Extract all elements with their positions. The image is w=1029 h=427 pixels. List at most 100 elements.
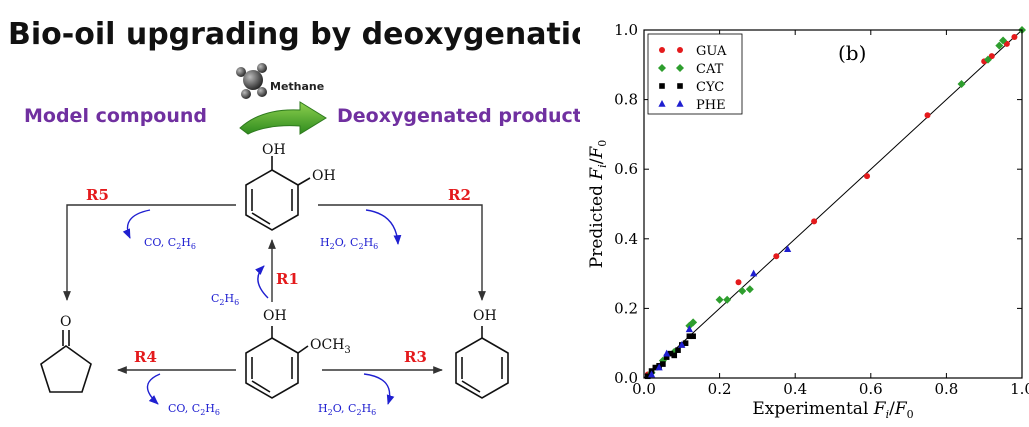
r5-label: R5 bbox=[86, 186, 109, 204]
reaction-scheme: Bio-oil upgrading by deoxygenation Metha… bbox=[8, 17, 613, 417]
data-point-cat bbox=[715, 295, 724, 304]
data-point-cyc bbox=[682, 340, 689, 346]
data-point-phe bbox=[678, 340, 686, 348]
catechol-oh-top: OH bbox=[262, 142, 286, 158]
data-point-cyc bbox=[652, 364, 659, 371]
r2-arrow bbox=[318, 204, 486, 301]
r4-byproduct: CO, C2H6 bbox=[168, 402, 220, 417]
r2-byproduct-arrow bbox=[365, 209, 402, 245]
r4-byproduct-arrow bbox=[146, 373, 161, 405]
cyclopentanone-structure bbox=[40, 330, 92, 393]
y-axis-title: Predicted Fi/F0 bbox=[587, 140, 609, 269]
legend-marker-cat bbox=[658, 64, 666, 72]
r3-byproduct-arrow bbox=[363, 373, 395, 405]
r1-label: R1 bbox=[276, 270, 299, 288]
ketone-o: O bbox=[60, 314, 71, 330]
data-point-cat bbox=[999, 36, 1008, 45]
data-point-cat bbox=[745, 285, 754, 294]
data-point-cat bbox=[689, 318, 698, 327]
parity-line bbox=[643, 29, 1023, 379]
legend-marker-cyc bbox=[677, 83, 683, 89]
x-tick-label: 0.8 bbox=[934, 380, 958, 398]
data-point-gua bbox=[864, 173, 871, 180]
legend-marker-phe bbox=[658, 100, 666, 107]
x-axis-title: Experimental Fi/F0 bbox=[752, 399, 913, 421]
parity-plot-panel: 0.0 0.2 0.4 0.6 0.8 1.0 0.0 0.2 0.4 0.6 0.8 1.0 (b)… bbox=[580, 0, 1029, 422]
y-tick-label: 0.8 bbox=[614, 91, 638, 109]
r3-label: R3 bbox=[404, 348, 427, 366]
data-point-phe bbox=[647, 370, 656, 378]
data-point-gua bbox=[988, 53, 995, 60]
legend-marker-gua bbox=[677, 47, 683, 53]
data-point-cyc bbox=[675, 347, 681, 353]
legend: GUA CAT CYC PHE bbox=[647, 33, 743, 115]
y-tick-label: 0.2 bbox=[614, 299, 638, 317]
r5-byproduct: CO, C2H6 bbox=[144, 236, 196, 251]
data-point-gua bbox=[924, 112, 931, 119]
y-tick-label: 0.0 bbox=[614, 369, 638, 387]
legend-marker-gua bbox=[659, 47, 665, 53]
phenol-structure bbox=[455, 326, 509, 399]
data-point-cat bbox=[995, 41, 1004, 50]
legend-marker-phe bbox=[676, 100, 684, 107]
legend-label-cyc: CYC bbox=[696, 80, 724, 95]
plot-frame bbox=[643, 29, 1023, 379]
data-point-cyc bbox=[667, 350, 674, 357]
green-arrow-icon bbox=[239, 101, 327, 135]
data-point-cyc bbox=[690, 333, 696, 340]
data-point-cyc bbox=[663, 354, 670, 360]
r2-label: R2 bbox=[448, 186, 471, 204]
guaiacol-oh: OH bbox=[263, 308, 287, 324]
r4-label: R4 bbox=[134, 348, 157, 366]
guaiacol-och3: OCH3 bbox=[310, 337, 351, 356]
x-tick-label: 0.4 bbox=[783, 380, 807, 398]
r1-byproduct-arrow bbox=[254, 265, 269, 299]
y-tick-label: 1.0 bbox=[614, 21, 638, 39]
data-point-phe bbox=[655, 363, 663, 371]
reaction-scheme-panel: Bio-oil upgrading by deoxygenation Metha… bbox=[8, 17, 613, 417]
data-point-gua bbox=[735, 279, 742, 286]
data-point-gua bbox=[1011, 33, 1018, 40]
y-tick-label: 0.6 bbox=[614, 160, 638, 178]
catechol-structure bbox=[245, 156, 311, 231]
data-point-cyc bbox=[644, 373, 651, 380]
y-tick-label: 0.4 bbox=[614, 230, 638, 248]
data-point-gua bbox=[1003, 40, 1010, 47]
deoxygenated-product-label: Deoxygenated product bbox=[337, 105, 580, 127]
x-tick-label: 0.0 bbox=[632, 380, 656, 398]
x-tick-label: 0.6 bbox=[859, 380, 883, 398]
legend-box bbox=[647, 33, 743, 115]
r3-byproduct: H2O, C2H6 bbox=[318, 402, 376, 417]
legend-label-cat: CAT bbox=[696, 62, 724, 77]
r5-arrow bbox=[63, 204, 236, 301]
legend-marker-cyc bbox=[659, 83, 665, 89]
data-point-gua bbox=[773, 253, 780, 260]
x-tick-label: 0.2 bbox=[708, 380, 732, 398]
data-point-phe bbox=[784, 245, 792, 253]
legend-label-phe: PHE bbox=[696, 98, 726, 113]
model-compound-label: Model compound bbox=[24, 105, 207, 127]
data-point-cat bbox=[738, 287, 747, 295]
panel-label: (b) bbox=[838, 41, 866, 65]
data-point-cyc bbox=[686, 333, 693, 340]
x-tick-label: 1.0 bbox=[1010, 380, 1029, 398]
parity-plot: 0.0 0.2 0.4 0.6 0.8 1.0 0.0 0.2 0.4 0.6 0.8 1.0 (b)… bbox=[587, 21, 1029, 421]
legend-marker-cat bbox=[676, 64, 684, 72]
data-point-cat bbox=[957, 79, 966, 88]
r2-byproduct: H2O, C2H6 bbox=[320, 236, 378, 251]
data-point-phe bbox=[750, 269, 758, 277]
data-point-phe bbox=[685, 325, 693, 333]
data-point-cat bbox=[983, 55, 992, 64]
data-point-cyc bbox=[660, 361, 666, 367]
data-point-phe bbox=[663, 349, 671, 357]
r1-byproduct: C2H6 bbox=[211, 292, 239, 307]
guaiacol-structure bbox=[245, 326, 309, 399]
r5-byproduct-arrow bbox=[122, 209, 151, 239]
legend-label-gua: GUA bbox=[696, 44, 727, 59]
catechol-oh-side: OH bbox=[312, 168, 336, 184]
data-point-gua bbox=[811, 218, 818, 225]
data-point-cyc bbox=[671, 352, 678, 359]
methane-molecule-icon bbox=[236, 63, 267, 99]
data-point-cat bbox=[723, 295, 732, 304]
scheme-title: Bio-oil upgrading by deoxygenation bbox=[8, 17, 580, 52]
